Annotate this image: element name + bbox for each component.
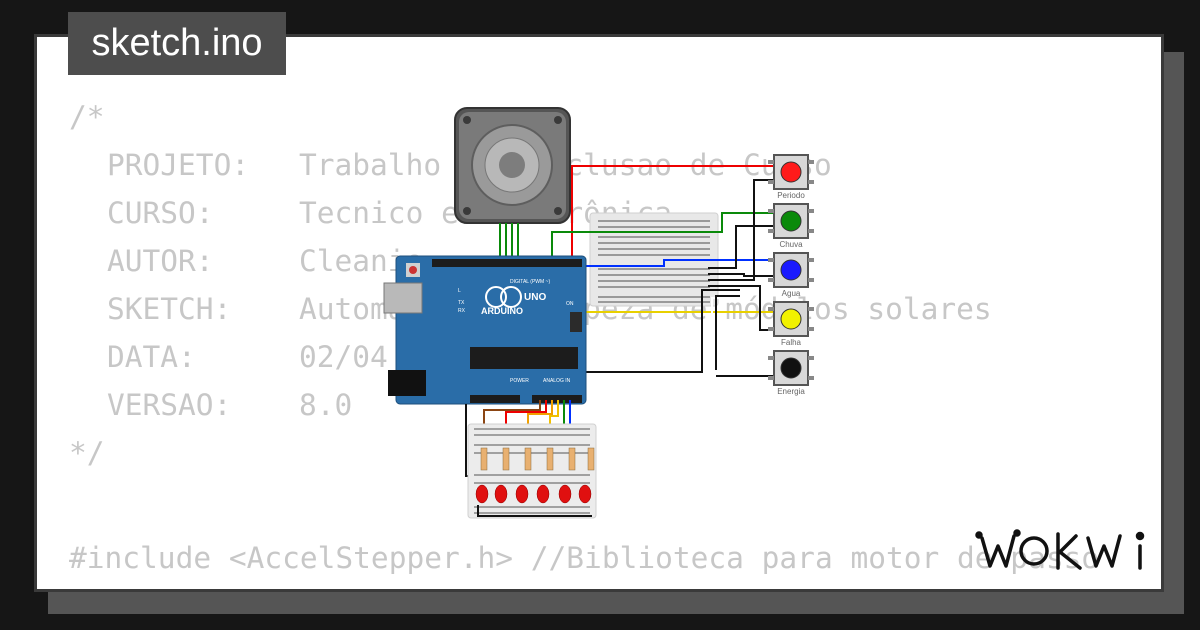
stepper-motor	[454, 107, 571, 262]
breadboard-small	[589, 212, 719, 307]
breadboard-leds	[467, 423, 597, 519]
board-digital-label: DIGITAL (PWM ~)	[510, 279, 550, 285]
board-rx-label: RX	[458, 308, 466, 314]
arduino-uno-board: ARDUINO UNO DIGITAL (PWM ~) POWER ANALOG…	[383, 255, 587, 405]
wokwi-logo	[975, 529, 1145, 570]
board-model: UNO	[524, 292, 546, 303]
push-buttons: Periodo Chuva Agua Falha	[768, 154, 814, 396]
button-periodo[interactable]: Periodo	[768, 154, 814, 200]
board-on-label: ON	[566, 301, 574, 307]
button-chuva[interactable]: Chuva	[768, 203, 814, 249]
comment-open: /*	[69, 100, 105, 134]
button-label-falha: Falha	[781, 338, 802, 347]
button-label-agua: Agua	[782, 289, 801, 298]
sketch-filename-tab: sketch.ino	[68, 12, 286, 75]
board-power-label: POWER	[510, 378, 529, 384]
button-falha[interactable]: Falha	[768, 301, 814, 347]
code-include-line: #include <AccelStepper.h> //Biblioteca p…	[69, 541, 1100, 575]
button-label-chuva: Chuva	[779, 240, 803, 249]
button-label-energia: Energia	[777, 387, 805, 396]
comment-close: */	[69, 436, 105, 470]
button-energia[interactable]: Energia	[768, 350, 814, 396]
board-brand: ARDUINO	[481, 306, 523, 316]
button-agua[interactable]: Agua	[768, 252, 814, 298]
code-line-versao: VERSAO:8.0	[107, 388, 353, 422]
board-analog-label: ANALOG IN	[543, 378, 571, 384]
board-l-label: L	[458, 288, 461, 294]
code-line-data: DATA:02/04	[107, 340, 388, 374]
board-tx-label: TX	[458, 300, 465, 306]
button-label-periodo: Periodo	[777, 191, 805, 200]
